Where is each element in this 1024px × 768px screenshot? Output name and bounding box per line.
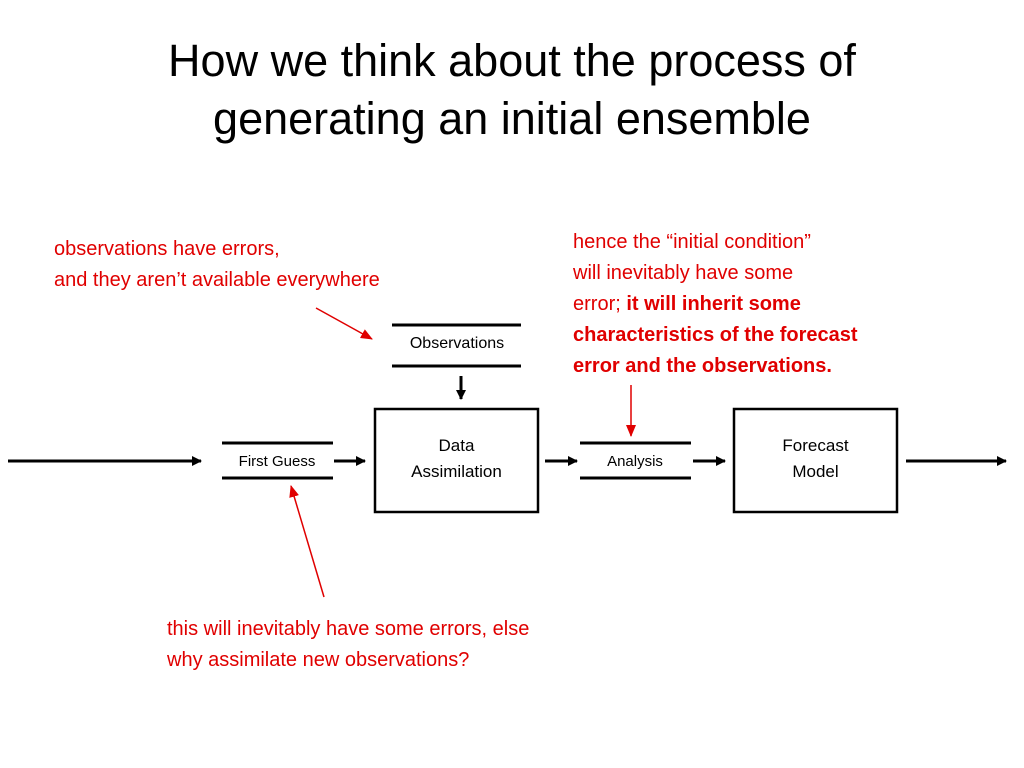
forecast-model-box bbox=[732, 407, 899, 514]
observations-label: Observations bbox=[409, 335, 505, 352]
analysis-note-line-5-bold: error and the observations. bbox=[573, 355, 832, 377]
forecast-model-line-1: Forecast bbox=[782, 436, 849, 455]
analysis-label: Analysis bbox=[607, 453, 663, 470]
analysis-note: hence the “initial condition” will inevi… bbox=[573, 227, 858, 382]
first-guess-note: this will inevitably have some errors, e… bbox=[167, 614, 529, 676]
data-assimilation-box bbox=[373, 407, 540, 514]
analysis-note-line-3-bold: it will inherit some bbox=[626, 293, 801, 315]
first-guess-note-line-1: this will inevitably have some errors, e… bbox=[167, 618, 530, 640]
analysis-note-line-4: characteristics of the forecast bbox=[573, 320, 858, 351]
analysis-note-line-1: hence the “initial condition” bbox=[573, 231, 811, 253]
analysis-note-line-4-bold: characteristics of the forecast bbox=[573, 324, 858, 346]
data-assimilation-line-2: Assimilation bbox=[411, 462, 502, 481]
observations-note: observations have errors, and they aren’… bbox=[54, 234, 380, 296]
title-line-1: How we think about the process of bbox=[168, 35, 856, 86]
observations-note-arrow bbox=[315, 307, 373, 340]
slide-title: How we think about the process of genera… bbox=[0, 32, 1024, 148]
analysis-note-line-3-plain: error; bbox=[573, 293, 627, 315]
analysis-note-line-2: will inevitably have some bbox=[573, 262, 794, 284]
title-line-2: generating an initial ensemble bbox=[213, 93, 811, 144]
observations-note-line-2: and they aren’t available everywhere bbox=[54, 269, 380, 291]
forecast-model-line-2: Model bbox=[792, 462, 839, 481]
first-guess-label: First Guess bbox=[238, 453, 316, 470]
first-guess-note-arrow bbox=[289, 485, 325, 598]
forecast-model-label: Forecast Model bbox=[734, 433, 897, 485]
first-guess-note-line-2: why assimilate new observations? bbox=[167, 649, 470, 671]
data-assimilation-line-1: Data bbox=[438, 436, 475, 455]
analysis-note-line-3: error; it will inherit some bbox=[573, 289, 858, 320]
data-assimilation-label: Data Assimilation bbox=[375, 433, 538, 485]
analysis-note-line-5: error and the observations. bbox=[573, 351, 858, 382]
observations-note-line-1: observations have errors, bbox=[54, 238, 280, 260]
